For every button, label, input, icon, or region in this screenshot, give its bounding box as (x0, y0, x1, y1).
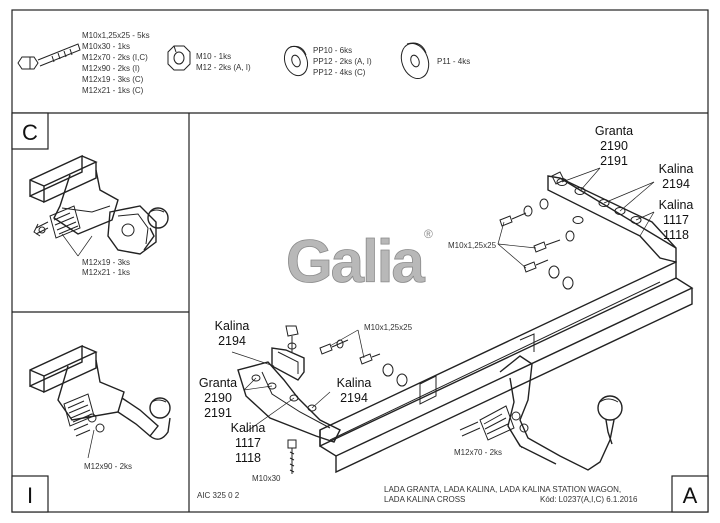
washers-line-1: PP10 - 6ks (313, 46, 352, 55)
callout-kalina-2194-left: Kalina 2194 (215, 319, 250, 348)
kalina-2194-left-title: Kalina (215, 319, 250, 333)
bolts-line-5: M12x19 - 3ks (C) (82, 75, 144, 84)
callout-kalina-2194-mid: Kalina 2194 (337, 376, 372, 405)
nuts-line-1: M10 - 1ks (196, 52, 231, 61)
bolts-line-2: M10x30 - 1ks (82, 42, 130, 51)
kalina-2194-mid-title: Kalina (337, 376, 372, 390)
washers-pp-list: PP10 - 6ks PP12 - 2ks (A, I) PP12 - 4ks … (313, 46, 372, 77)
granta-left-title: Granta (199, 376, 237, 390)
kalina-1117-left-title: Kalina (231, 421, 266, 435)
panel-c-bolt-2: M12x21 - 1ks (82, 268, 130, 277)
bolt-label-m12x70: M12x70 - 2ks (454, 448, 502, 457)
panel-a-badge (671, 475, 709, 513)
bolt-label-m10x30: M10x30 (252, 474, 281, 483)
footer-code: AIC 325 0 2 (197, 491, 240, 500)
kalina-1117-top-code-2: 1118 (663, 228, 689, 242)
callout-kalina-1117-left: Kalina 1117 1118 (231, 421, 266, 465)
bolts-line-6: M12x21 - 1ks (C) (82, 86, 144, 95)
bolt-label-top: M10x1,25x25 (448, 241, 497, 250)
granta-left-code-1: 2190 (204, 391, 232, 405)
bolt-icon (17, 43, 81, 70)
kalina-1117-top-title: Kalina (659, 198, 694, 212)
kalina-1117-left-code-2: 1118 (235, 451, 261, 465)
kalina-2194-top-code: 2194 (662, 177, 690, 191)
kalina-1117-top-code-1: 1117 (663, 213, 689, 227)
footer-models-1: LADA GRANTA, LADA KALINA, LADA KALINA ST… (384, 485, 621, 494)
bolts-list: M10x1,25x25 - 5ks M10x30 - 1ks M12x70 - … (82, 31, 150, 95)
nut-icon (167, 45, 191, 71)
panel-i-badge (11, 475, 49, 513)
kalina-2194-mid-code: 2194 (340, 391, 368, 405)
callout-leaders (231, 167, 655, 449)
logo-registered-mark: ® (424, 227, 433, 241)
washer-p11-icon (400, 42, 430, 79)
granta-top-code-1: 2190 (600, 139, 628, 153)
panel-i-label: I (27, 483, 33, 508)
main-assembly (237, 175, 694, 474)
bolts-line-3: M12x70 - 2ks (I,C) (82, 53, 148, 62)
washers-line-3: PP12 - 4ks (C) (313, 68, 366, 77)
panel-c-badge (11, 112, 49, 150)
hardware-left (285, 325, 408, 474)
callout-granta-top: Granta 2190 2191 (595, 124, 633, 168)
kalina-2194-top-title: Kalina (659, 162, 694, 176)
panel-i-illustration (29, 344, 171, 459)
footer-models-2: LADA KALINA CROSS (384, 495, 465, 504)
washer-p11-label: P11 - 4ks (437, 57, 470, 66)
granta-top-code-2: 2191 (600, 154, 628, 168)
washer-pp-icon (283, 45, 309, 77)
callout-kalina-1117-top: Kalina 1117 1118 (659, 198, 694, 242)
panel-c-bolt-1: M12x19 - 3ks (82, 258, 130, 267)
panel-a-label: A (683, 483, 698, 508)
kalina-2194-left-code: 2194 (218, 334, 246, 348)
galia-logo: Galia ® (286, 227, 433, 295)
callout-granta-left: Granta 2190 2191 (199, 376, 237, 420)
sheet-border (11, 9, 709, 513)
granta-left-code-2: 2191 (204, 406, 232, 420)
hardware-right (499, 171, 575, 290)
bolts-line-4: M12x90 - 2ks (I) (82, 64, 140, 73)
kalina-1117-left-code-1: 1117 (235, 436, 261, 450)
logo-text: Galia (286, 228, 425, 295)
footer-kod: Kód: L0237(A,I,C) 6.1.2016 (540, 495, 638, 504)
panel-c-illustration (29, 154, 169, 257)
bolt-label-mid: M10x1,25x25 (364, 323, 413, 332)
washers-line-2: PP12 - 2ks (A, I) (313, 57, 372, 66)
nuts-list: M10 - 1ks M12 - 2ks (A, I) (196, 52, 251, 72)
panel-c-label: C (22, 120, 38, 145)
callout-kalina-2194-top: Kalina 2194 (659, 162, 694, 191)
nuts-line-2: M12 - 2ks (A, I) (196, 63, 251, 72)
bolts-line-1: M10x1,25x25 - 5ks (82, 31, 150, 40)
granta-top-title: Granta (595, 124, 633, 138)
panel-i-bolt: M12x90 - 2ks (84, 462, 132, 471)
